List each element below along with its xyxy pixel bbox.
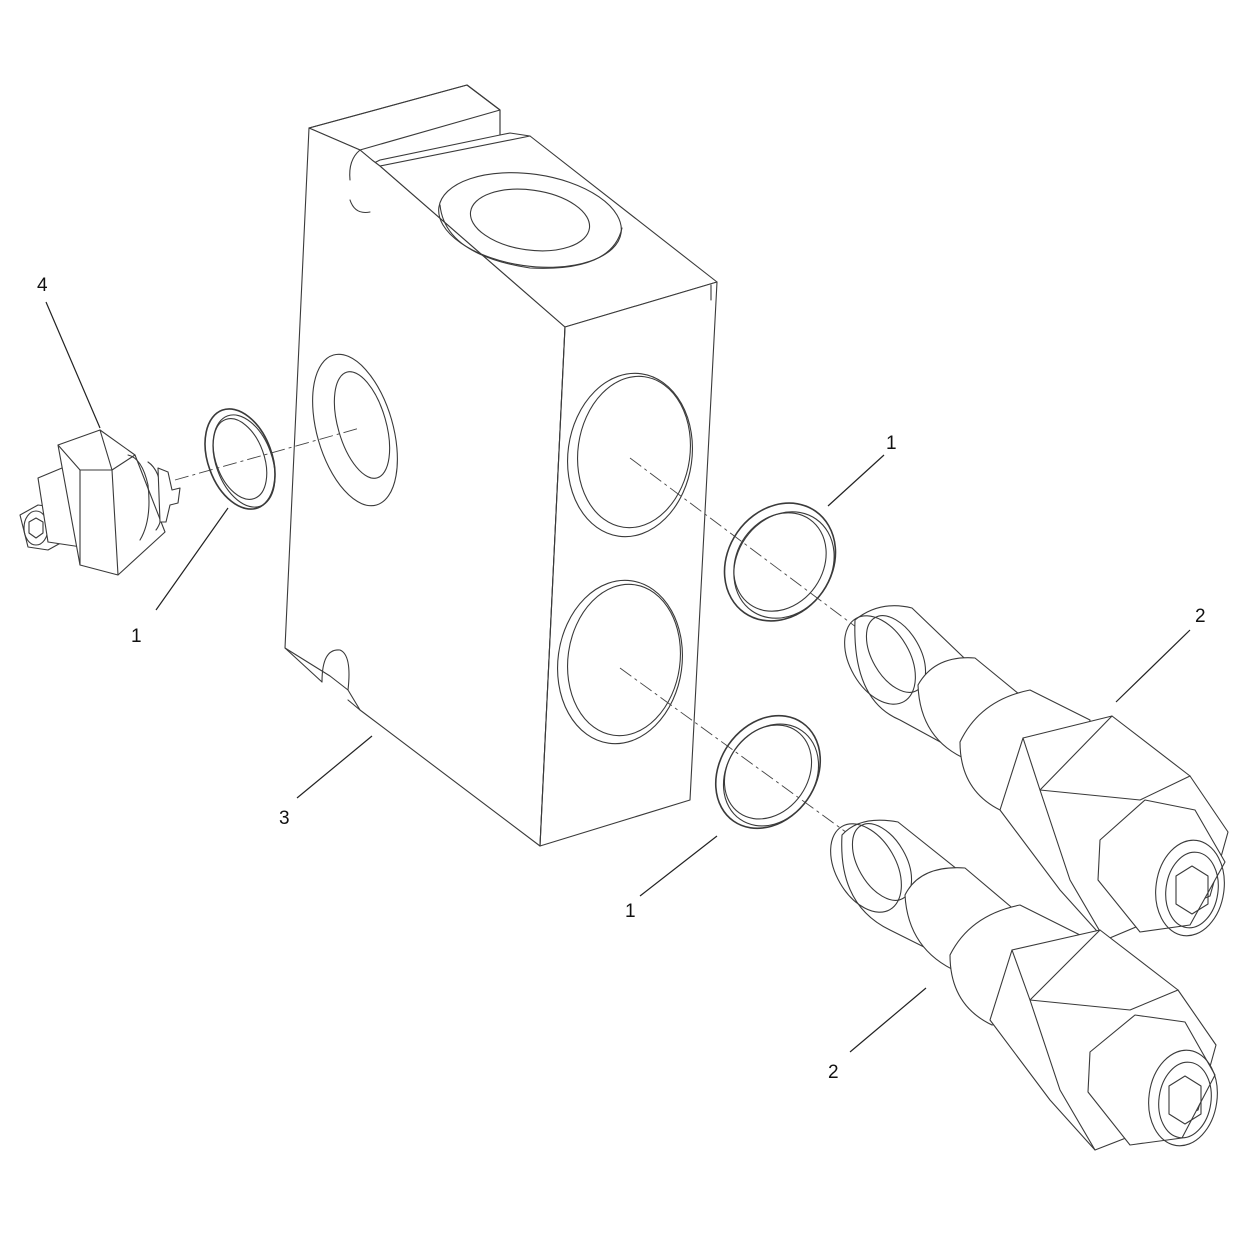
callout-3: 3 xyxy=(279,808,290,829)
assembly-centerlines xyxy=(174,427,861,836)
o-ring-lower xyxy=(714,714,822,830)
leader-2-upper xyxy=(1115,629,1191,703)
o-ring-left xyxy=(204,408,276,510)
callout-labels: 4 1 3 1 2 1 2 xyxy=(37,275,1206,1083)
callout-1-upper-right: 1 xyxy=(886,433,897,454)
cartridge-lower-part-2 xyxy=(830,819,1218,1151)
leader-1-left xyxy=(155,507,229,611)
callout-2-upper: 2 xyxy=(1195,606,1206,627)
callout-2-lower: 2 xyxy=(828,1062,839,1083)
fitting-part-4 xyxy=(19,429,181,576)
leader-lines xyxy=(45,301,1191,1053)
leader-4 xyxy=(45,301,101,429)
cartridge-upper-part-2 xyxy=(844,605,1229,941)
valve-block xyxy=(284,84,718,847)
callout-1-lower: 1 xyxy=(625,901,636,922)
callout-1-left: 1 xyxy=(131,626,142,647)
callout-4: 4 xyxy=(37,275,48,296)
leader-3 xyxy=(296,735,373,799)
leader-1-upper-right xyxy=(827,454,885,507)
leader-1-lower xyxy=(639,835,718,897)
o-ring-upper-right xyxy=(723,502,837,622)
leader-2-lower xyxy=(849,987,927,1053)
